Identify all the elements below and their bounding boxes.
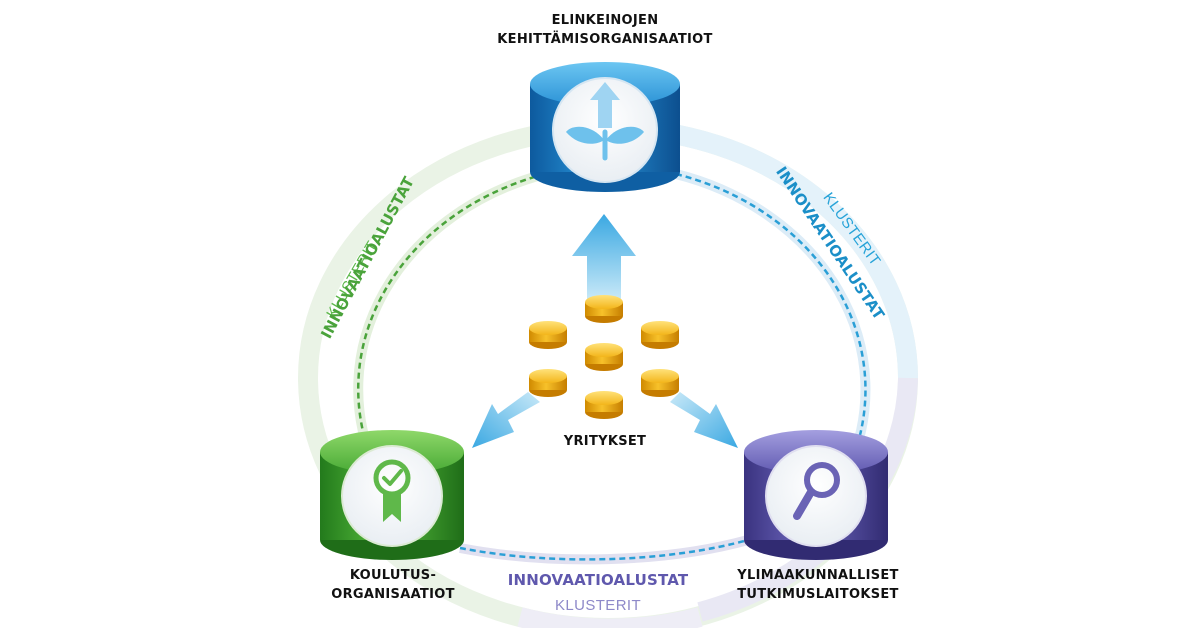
arc-bottom-thin-text: KLUSTERIT <box>555 597 641 614</box>
coin <box>585 391 623 419</box>
node-top-line1: ELINKEINOJEN <box>551 13 659 28</box>
center-label-text: YRITYKSET <box>563 434 647 449</box>
arc-bottom-bold-text: INNOVAATIOALUSTAT <box>508 571 689 589</box>
node-left-cylinder <box>320 430 464 560</box>
center-label: YRITYKSET <box>540 432 670 451</box>
coin <box>641 321 679 349</box>
node-right-cylinder <box>744 430 888 560</box>
arrow-right <box>670 392 738 448</box>
node-top-cylinder <box>530 62 680 192</box>
node-left-label: KOULUTUS- ORGANISAATIOT <box>308 566 478 604</box>
sprout-icon <box>566 82 644 161</box>
node-top-line2: KEHITTÄMISORGANISAATIOT <box>497 32 713 47</box>
node-right-line2: TUTKIMUSLAITOKSET <box>737 587 899 602</box>
coin <box>641 369 679 397</box>
node-top-label: ELINKEINOJEN KEHITTÄMISORGANISAATIOT <box>495 11 715 49</box>
arc-label-right: KLUSTERIT INNOVAATIOALUSTAT <box>772 163 888 323</box>
coin <box>529 369 567 397</box>
arrow-left <box>472 392 540 448</box>
coin <box>585 343 623 371</box>
magnifier-icon <box>793 462 840 520</box>
node-right-label: YLIMAAKUNNALLISET TUTKIMUSLAITOKSET <box>718 566 918 604</box>
coin <box>529 321 567 349</box>
arrow-up <box>572 214 636 300</box>
node-left-line2: ORGANISAATIOT <box>331 587 455 602</box>
coin-stack-icon <box>529 295 679 419</box>
coin <box>585 295 623 323</box>
arc-label-bottom: INNOVAATIOALUSTAT KLUSTERIT <box>508 571 689 614</box>
node-right-line1: YLIMAAKUNNALLISET <box>737 568 899 583</box>
award-ribbon-icon <box>373 459 411 522</box>
dashed-ring <box>353 169 871 565</box>
node-left-line1: KOULUTUS- <box>349 568 437 583</box>
